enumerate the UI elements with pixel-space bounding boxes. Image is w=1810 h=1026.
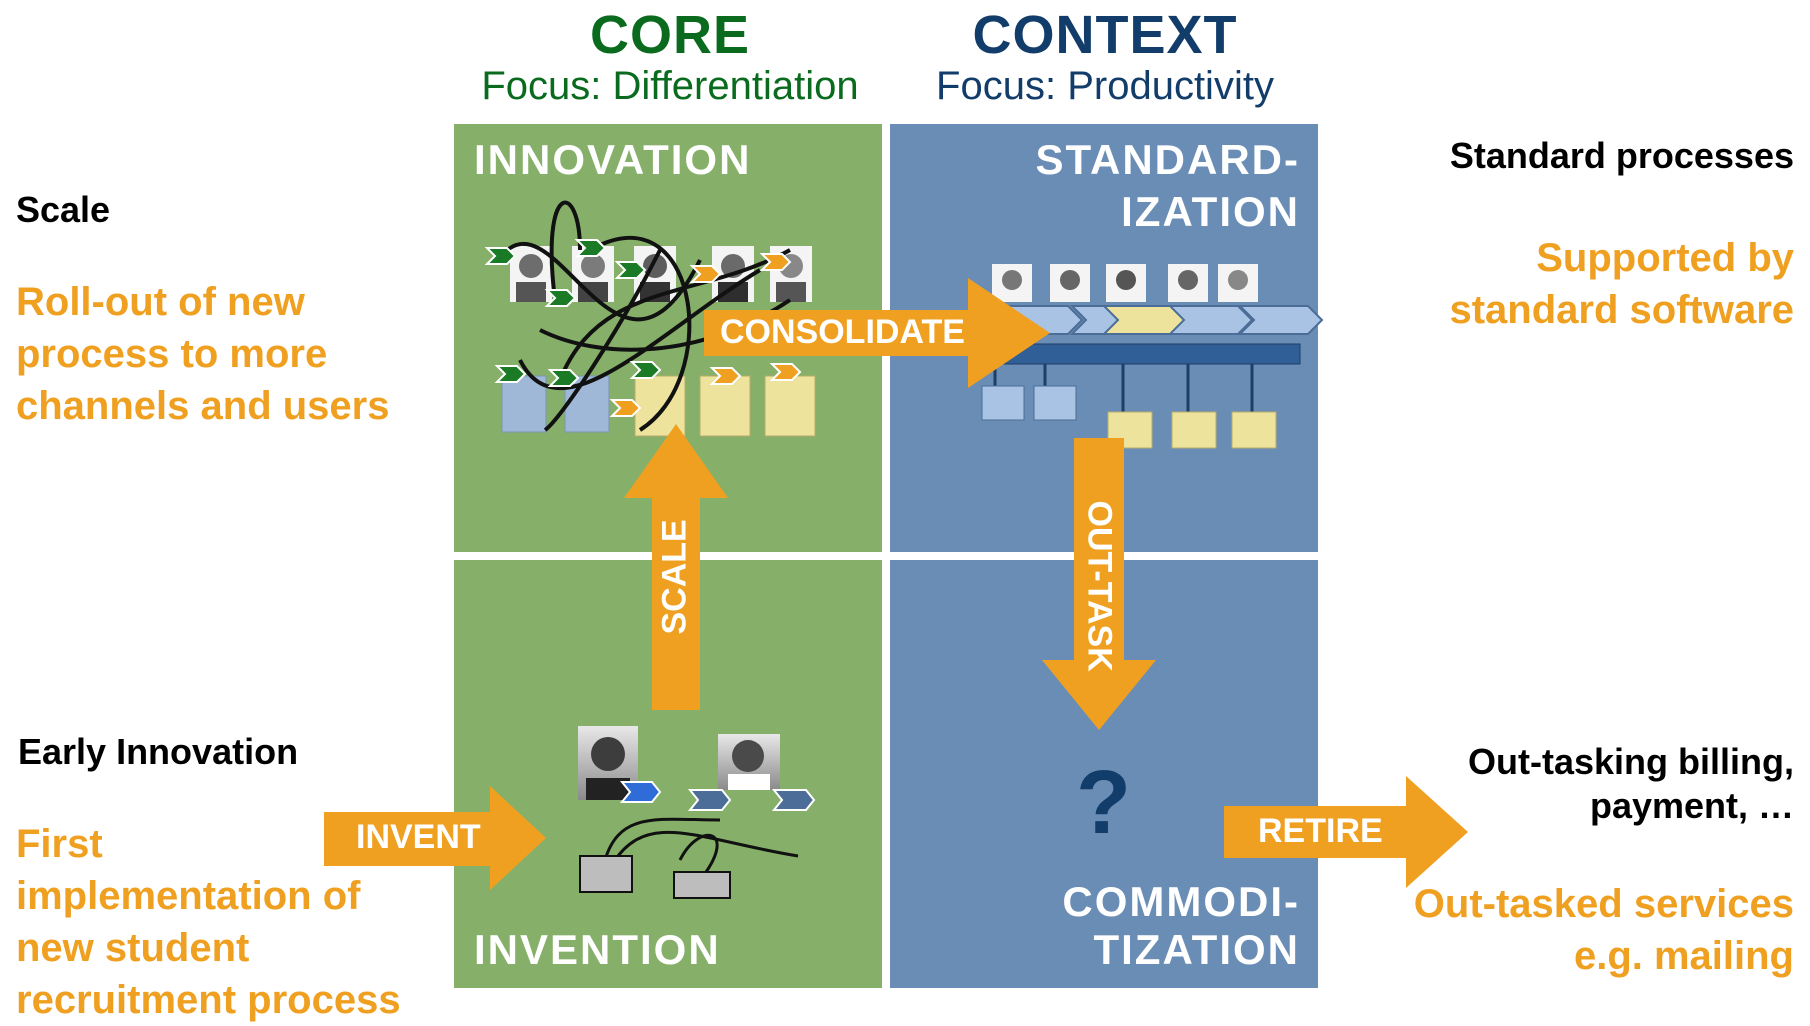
commoditization-label-line1: COMMODI- — [1062, 878, 1300, 925]
context-title: CONTEXT — [972, 5, 1238, 65]
early-desc-line: new student — [16, 926, 250, 970]
integration-bus — [989, 343, 1301, 365]
early-desc-line: implementation of — [16, 874, 361, 918]
standardization-document-boxes — [981, 385, 1277, 449]
invention-sketch — [578, 726, 816, 899]
out-tasking-heading-line: payment, … — [1589, 785, 1794, 826]
standard-desc-line: standard software — [1449, 288, 1794, 332]
core-title: CORE — [589, 5, 750, 65]
out-tasked-desc-line: Out-tasked services — [1413, 882, 1794, 926]
retire-arrow — [1224, 776, 1468, 888]
invention-process-arrows — [619, 781, 816, 811]
scale-desc-line: channels and users — [16, 384, 390, 428]
early-innovation-heading: Early Innovation — [18, 731, 299, 772]
invention-document-boxes — [579, 855, 731, 899]
invention-connections — [603, 817, 799, 881]
commoditization-label-line2: TIZATION — [1093, 926, 1300, 973]
out-tasking-heading: Out-tasking billing, payment, … — [1468, 740, 1794, 828]
core-subtitle: Focus: Differentiation — [481, 64, 859, 108]
scale-desc-line: process to more — [16, 332, 328, 376]
scale-label: SCALE — [655, 519, 694, 635]
invent-label: INVENT — [356, 818, 481, 856]
retire-label: RETIRE — [1258, 812, 1383, 850]
innovation-orange-process-arrows — [609, 253, 802, 417]
innovation-label: INNOVATION — [474, 136, 752, 183]
standard-processes-heading: Standard processes — [1449, 135, 1794, 176]
standard-desc-line: Supported by — [1536, 236, 1794, 280]
consolidate-label: CONSOLIDATE — [720, 313, 965, 351]
out-task-arrow — [1042, 438, 1156, 730]
early-desc-line: recruitment process — [16, 978, 401, 1022]
invention-person-photos — [578, 726, 780, 800]
early-desc-line: First — [16, 822, 103, 866]
standardization-label-line2: IZATION — [1121, 188, 1300, 235]
standard-process-chevrons — [997, 305, 1324, 335]
question-mark: ? — [1076, 753, 1131, 853]
innovation-green-process-arrows — [484, 239, 662, 387]
out-tasked-desc-line: e.g. mailing — [1573, 934, 1794, 978]
invention-label: INVENTION — [474, 926, 721, 973]
scale-desc-line: Roll-out of new — [16, 280, 305, 324]
standardized-process — [981, 264, 1324, 449]
out-tasking-heading-line: Out-tasking billing, — [1468, 741, 1794, 782]
standard-processes-description: Supported by standard software — [1449, 232, 1794, 336]
flow-arrows — [324, 278, 1468, 890]
tangled-process-network — [484, 200, 816, 437]
out-tasked-services-description: Out-tasked services e.g. mailing — [1414, 878, 1794, 982]
out-task-label: OUT-TASK — [1080, 500, 1119, 672]
scale-heading: Scale — [16, 189, 111, 230]
scale-arrow — [624, 424, 728, 710]
early-innovation-description: First implementation of new student recr… — [16, 818, 401, 1026]
bus-connectors — [993, 364, 1254, 412]
standardization-label-line1: STANDARD- — [1035, 136, 1300, 183]
invent-arrow — [324, 786, 546, 890]
context-subtitle: Focus: Productivity — [936, 64, 1274, 108]
scale-description: Roll-out of new process to more channels… — [16, 276, 389, 432]
consolidate-arrow — [704, 278, 1050, 388]
standardization-person-photos — [992, 264, 1258, 302]
